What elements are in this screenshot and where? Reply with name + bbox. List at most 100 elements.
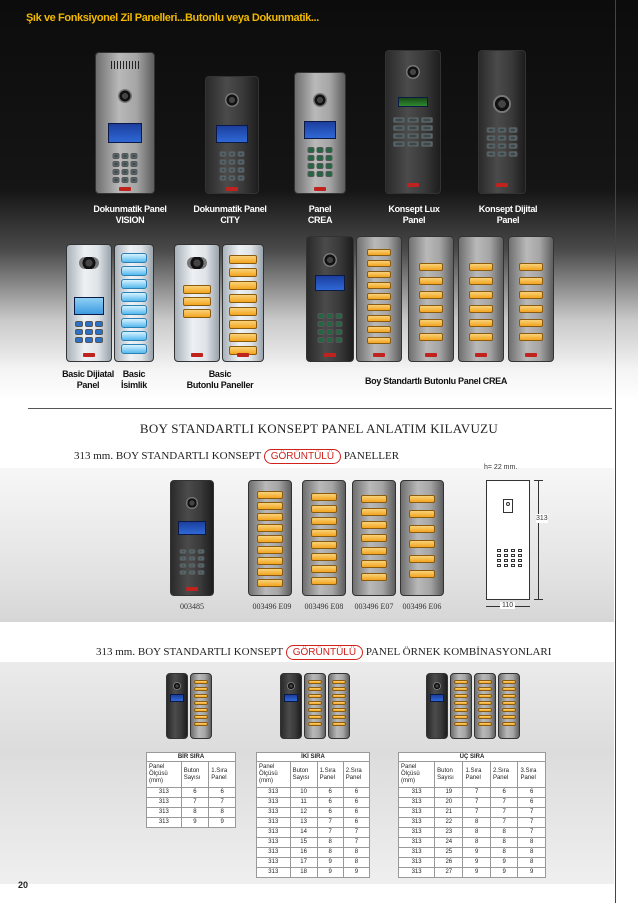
label-crea-row: Boy Standartlı Butonlu Panel CREA xyxy=(364,376,508,386)
table-cell: 313 xyxy=(256,857,291,868)
panel-basic-isimlik-image xyxy=(114,244,154,362)
table-cell: 7 xyxy=(180,797,210,808)
table-cell: 7 xyxy=(517,807,546,818)
table-cell: 313 xyxy=(146,797,182,808)
table-cell: 313 xyxy=(146,807,182,818)
catalog-panel-e09 xyxy=(248,480,292,596)
table-cell: 9 xyxy=(208,817,236,828)
table-cell: 10 xyxy=(289,787,318,798)
table-cell: 8 xyxy=(462,837,491,848)
combo-one-row-video-panel xyxy=(166,673,188,739)
table-cell: 313 xyxy=(256,797,291,808)
table-cell: 6 xyxy=(517,797,546,808)
column-header: 1.Sıra Panel xyxy=(208,761,236,788)
table-cell: 13 xyxy=(289,817,318,828)
table-cell: 8 xyxy=(316,837,344,848)
table-cell: 313 xyxy=(256,807,291,818)
panel-crea-row-image-3 xyxy=(408,236,454,362)
table-cell: 8 xyxy=(517,857,546,868)
catalog-panel-003485 xyxy=(170,480,214,596)
panel-basic-butonlu-image-1 xyxy=(174,244,220,362)
table-cell: 6 xyxy=(316,807,344,818)
page-number: 20 xyxy=(18,880,29,890)
column-header: Panel Ölçüsü (mm) xyxy=(146,761,182,788)
table-cell: 25 xyxy=(434,847,464,858)
table-cell: 6 xyxy=(342,787,371,798)
column-header: 1.Sıra Panel xyxy=(316,761,344,788)
page-headline: Şık ve Fonksiyonel Zil Panelleri...Buton… xyxy=(26,12,319,24)
table-cell: 7 xyxy=(489,807,519,818)
table-cell: 7 xyxy=(208,797,236,808)
table-cell: 8 xyxy=(342,857,371,868)
table-cell: 20 xyxy=(434,797,464,808)
table-cell: 8 xyxy=(316,847,344,858)
table-cell: 24 xyxy=(434,837,464,848)
table-cell: 313 xyxy=(146,787,182,798)
table-cell: 9 xyxy=(489,857,519,868)
panel-konsept-dijital-image xyxy=(478,50,526,194)
table-cell: 6 xyxy=(208,787,236,798)
panel-crea-row-image-2 xyxy=(356,236,402,362)
table-cell: 7 xyxy=(489,797,519,808)
table-cell: 8 xyxy=(208,807,236,818)
table-title: İKİ SIRA xyxy=(256,752,370,762)
table-cell: 7 xyxy=(342,837,371,848)
table-cell: 8 xyxy=(489,837,519,848)
table-cell: 21 xyxy=(434,807,464,818)
section-divider xyxy=(28,408,612,409)
table-cell: 7 xyxy=(462,787,491,798)
panel-city-image xyxy=(205,76,259,194)
table-cell: 6 xyxy=(342,817,371,828)
table-cell: 313 xyxy=(397,837,436,848)
table-title: BİR SIRA xyxy=(146,752,236,762)
combo-three-row-video-panel xyxy=(426,673,448,739)
table-cell: 7 xyxy=(342,827,371,838)
catalog-panel-e07 xyxy=(352,480,396,596)
column-header: 2.Sıra Panel xyxy=(342,761,371,788)
combo-two-row-video-panel xyxy=(280,673,302,739)
table-cell: 9 xyxy=(316,867,344,878)
table-cell: 9 xyxy=(489,867,519,878)
row1-pill: GÖRÜNTÜLÜ xyxy=(263,449,342,464)
panel-vision-image xyxy=(95,52,155,194)
table-cell: 9 xyxy=(342,867,371,878)
table-cell: 313 xyxy=(397,827,436,838)
row2-heading: 313 mm. BOY STANDARTLI KONSEPT GÖRÜNTÜLÜ… xyxy=(96,645,552,660)
column-header: Buton Sayısı xyxy=(434,761,464,788)
table-cell: 313 xyxy=(397,847,436,858)
table-cell: 8 xyxy=(462,817,491,828)
product-code-003485: 003485 xyxy=(180,602,204,611)
table-cell: 6 xyxy=(342,807,371,818)
table-cell: 7 xyxy=(517,827,546,838)
tech-lens-outline xyxy=(506,502,510,506)
table-cell: 9 xyxy=(517,867,546,878)
table-cell: 313 xyxy=(146,817,182,828)
table-cell: 16 xyxy=(289,847,318,858)
table-cell: 9 xyxy=(316,857,344,868)
catalog-panel-e06 xyxy=(400,480,444,596)
panel-konsept-lux-image xyxy=(385,50,441,194)
table-cell: 313 xyxy=(397,867,436,878)
row1-heading: 313 mm. BOY STANDARTLI KONSEPT GÖRÜNTÜLÜ… xyxy=(74,449,400,464)
table-cell: 6 xyxy=(517,787,546,798)
table-cell: 313 xyxy=(397,817,436,828)
panel-crea-row-image-5 xyxy=(508,236,554,362)
table-cell: 22 xyxy=(434,817,464,828)
